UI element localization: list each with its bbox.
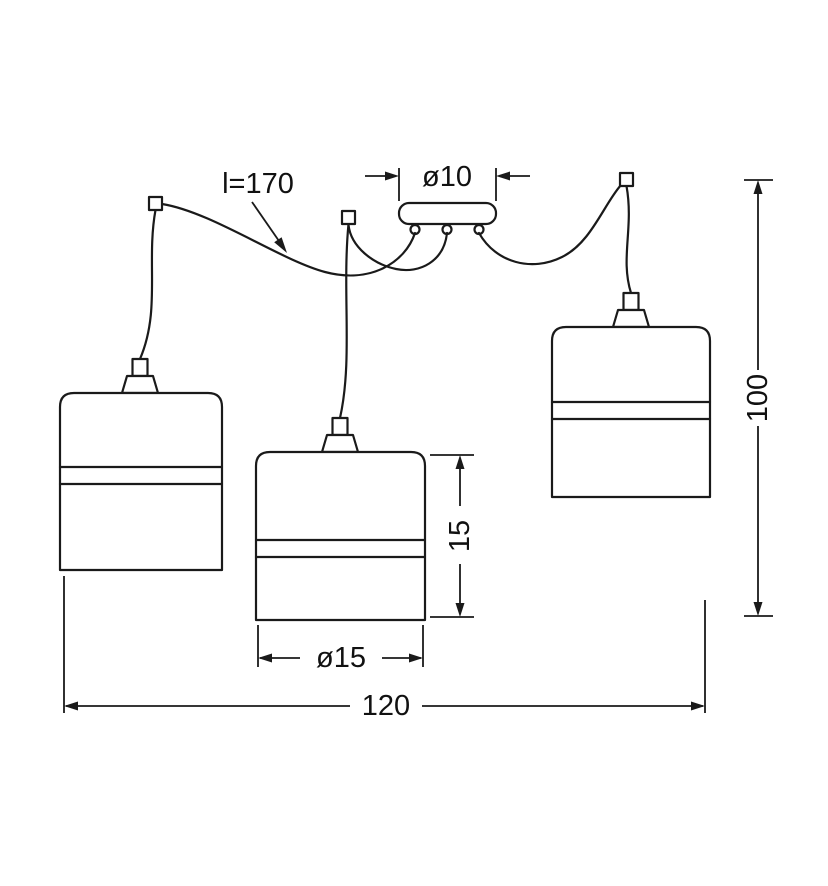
canopy-body: [397, 201, 498, 226]
lamp-right: [550, 291, 712, 499]
socket-grip-left: [131, 357, 149, 378]
arrowhead-down-icon: [753, 602, 763, 616]
dimension-canopy-diameter: ø10: [365, 161, 530, 201]
lamp-left: [58, 357, 224, 572]
socket-cap-right: [611, 308, 651, 329]
cable-left-swag: [160, 202, 417, 277]
cable-right-swag: [477, 183, 623, 266]
dimension-overall-width: 120: [63, 576, 706, 722]
cable-middle-drop: [338, 222, 350, 420]
arrowhead-leader-icon: [274, 237, 287, 253]
arrowhead-up-icon: [753, 180, 763, 194]
dimension-cord-length: l=170: [222, 168, 294, 253]
leader-line: [251, 201, 280, 242]
cable-left-drop: [138, 208, 157, 361]
shade-height-label: 15: [444, 520, 476, 552]
cable-right-drop: [625, 184, 633, 295]
arrowhead-right-icon: [385, 171, 399, 181]
arrowhead-right-icon: [409, 653, 423, 663]
arrowhead-right-icon: [691, 701, 705, 711]
overall-height-label: 100: [742, 374, 774, 422]
socket-cap-middle: [320, 433, 360, 454]
shade-left-body: [58, 391, 224, 572]
cable-clamp-right: [618, 171, 635, 188]
cable-clamp-middle: [340, 209, 357, 226]
socket-cap-left: [120, 374, 160, 395]
dimension-shade-diameter: ø15: [257, 625, 424, 674]
cord-length-label: l=170: [222, 168, 294, 200]
arrowhead-left-icon: [496, 171, 510, 181]
dimension-overall-height: 100: [742, 179, 774, 617]
shade-middle-body: [254, 450, 427, 622]
socket-grip-middle: [331, 416, 349, 437]
socket-grip-right: [622, 291, 640, 312]
cable-middle-swag: [347, 223, 449, 272]
overall-width-label: 120: [362, 690, 410, 722]
ceiling-canopy: [397, 201, 498, 236]
arrowhead-left-icon: [64, 701, 78, 711]
shade-right-body: [550, 325, 712, 499]
cables: [138, 171, 635, 420]
arrowhead-up-icon: [455, 455, 465, 469]
lamp-middle: [254, 416, 427, 622]
shade-diameter-label: ø15: [316, 642, 366, 674]
arrowhead-down-icon: [455, 603, 465, 617]
dimension-shade-height: 15: [430, 454, 476, 618]
cable-clamp-left: [147, 195, 164, 212]
canopy-diameter-label: ø10: [422, 161, 472, 193]
arrowhead-left-icon: [258, 653, 272, 663]
